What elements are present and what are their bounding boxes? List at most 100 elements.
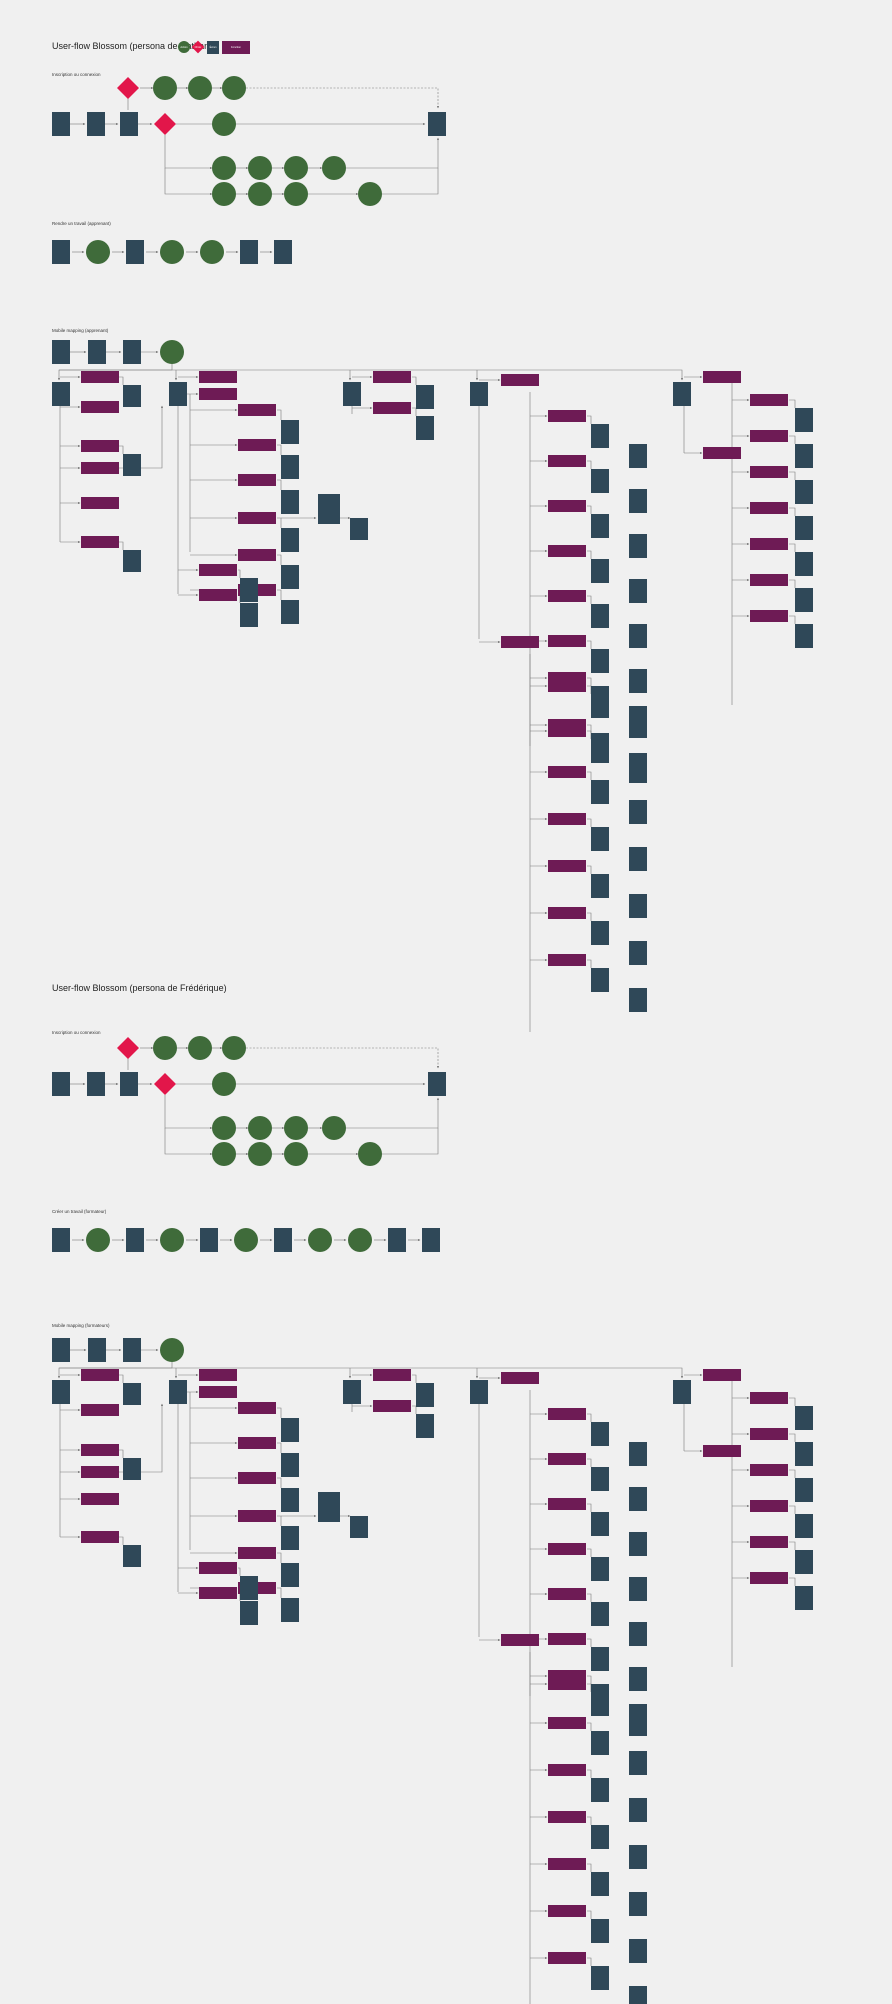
- flow-connector: [789, 435, 796, 444]
- function-node-243: [548, 1952, 586, 1964]
- flow-connector: [587, 460, 592, 469]
- screen-node-149: [795, 444, 813, 468]
- screen-node-204: [591, 1422, 609, 1446]
- flow-connector: [587, 1957, 592, 1966]
- flow-connector: [277, 1587, 282, 1598]
- function-node-169: [81, 1369, 119, 1381]
- flow-connector: [789, 507, 796, 516]
- flow-connector: [119, 1536, 124, 1545]
- flow-connector: [164, 168, 213, 196]
- flow-connector: [587, 640, 592, 649]
- flow-connector: [119, 445, 124, 454]
- flow-connector: [277, 517, 282, 528]
- function-node-77: [238, 404, 276, 416]
- action-node-15: [212, 182, 236, 206]
- screen-node-128: [629, 753, 647, 777]
- flow-connector: [382, 1128, 439, 1155]
- screen-node-229: [591, 1731, 609, 1755]
- flow-connector: [119, 1374, 124, 1383]
- function-node-246: [703, 1369, 741, 1381]
- function-node-171: [81, 1404, 119, 1416]
- flow-connector: [346, 137, 440, 169]
- flow-connector: [277, 1515, 282, 1526]
- flow-connector: [277, 409, 282, 420]
- screen-node-99: [591, 424, 609, 448]
- action-node-26: [188, 1036, 212, 1060]
- screen-node-94: [416, 385, 434, 409]
- screen-node-82: [281, 490, 299, 514]
- function-node-250: [750, 1428, 788, 1440]
- function-node-122: [501, 636, 539, 648]
- function-node-101: [548, 455, 586, 467]
- screen-node-114: [591, 649, 609, 673]
- screen-node-80: [281, 455, 299, 479]
- screen-node-133: [591, 827, 609, 851]
- screen-node-142: [591, 968, 609, 992]
- screen-node-19: [52, 1072, 70, 1096]
- function-node-212: [548, 1543, 586, 1555]
- flow-connector: [587, 505, 592, 514]
- action-node-7: [153, 76, 177, 100]
- screen-node-21: [120, 1072, 138, 1096]
- screen-node-3: [120, 112, 138, 136]
- section-inscription-1: Inscription ou connexion: [52, 72, 101, 77]
- function-node-74: [199, 388, 237, 400]
- screen-node-173: [123, 1458, 141, 1480]
- flow-connector: [587, 685, 592, 694]
- flow-connector: [412, 376, 417, 385]
- screen-node-207: [591, 1467, 609, 1491]
- action-node-13: [284, 156, 308, 180]
- screen-node-106: [629, 534, 647, 558]
- screen-node-115: [629, 669, 647, 693]
- screen-node-91: [240, 578, 258, 602]
- flow-connector: [789, 471, 796, 480]
- function-node-83: [238, 512, 276, 524]
- function-node-87: [238, 549, 276, 561]
- function-node-198: [373, 1369, 411, 1381]
- action-node-17: [284, 182, 308, 206]
- legend: Action Choix Écran Fonction: [178, 40, 250, 54]
- flow-connector: [789, 543, 796, 552]
- screen-node-4: [428, 112, 446, 136]
- function-node-66: [81, 401, 119, 413]
- screen-node-201: [416, 1414, 434, 1438]
- function-node-225: [548, 1670, 586, 1682]
- flow-connector: [587, 1638, 592, 1647]
- legend-function: Fonction: [231, 45, 242, 49]
- section-creer-travail: Créer un travail (formateur): [52, 1209, 107, 1214]
- screen-node-127: [591, 733, 609, 757]
- screen-node-63: [673, 382, 691, 406]
- function-node-248: [750, 1392, 788, 1404]
- function-node-154: [750, 538, 788, 550]
- screen-node-42: [240, 240, 258, 264]
- function-node-228: [548, 1717, 586, 1729]
- action-node-8: [188, 76, 212, 100]
- function-node-209: [548, 1498, 586, 1510]
- screen-node-208: [629, 1487, 647, 1511]
- section-inscription-2: Inscription ou connexion: [52, 1030, 101, 1035]
- screen-node-211: [629, 1532, 647, 1556]
- screen-node-108: [591, 559, 609, 583]
- legend-choice: Choix: [195, 45, 202, 49]
- screen-node-54: [422, 1228, 440, 1252]
- screen-node-59: [52, 382, 70, 406]
- title-frederique: User-flow Blossom (persona de Frédérique…: [52, 983, 227, 993]
- screen-node-190: [318, 1492, 340, 1522]
- flow-connector: [587, 415, 592, 424]
- function-node-75: [199, 564, 237, 576]
- section-mobile-apprenant: Mobile mapping (apprenant): [52, 328, 109, 333]
- flow-connector: [238, 1567, 241, 1576]
- flow-connector: [238, 569, 241, 578]
- action-node-33: [212, 1142, 236, 1166]
- function-node-126: [548, 719, 586, 731]
- screen-node-56: [88, 340, 106, 364]
- function-node-200: [373, 1400, 411, 1412]
- flow-connector: [587, 550, 592, 559]
- flow-connector: [789, 579, 796, 588]
- function-node-218: [548, 1633, 586, 1645]
- flow-connector: [277, 1477, 282, 1488]
- action-node-34: [248, 1142, 272, 1166]
- flow-connector: [587, 730, 592, 739]
- flow-connector: [238, 594, 241, 603]
- screen-node-55: [52, 340, 70, 364]
